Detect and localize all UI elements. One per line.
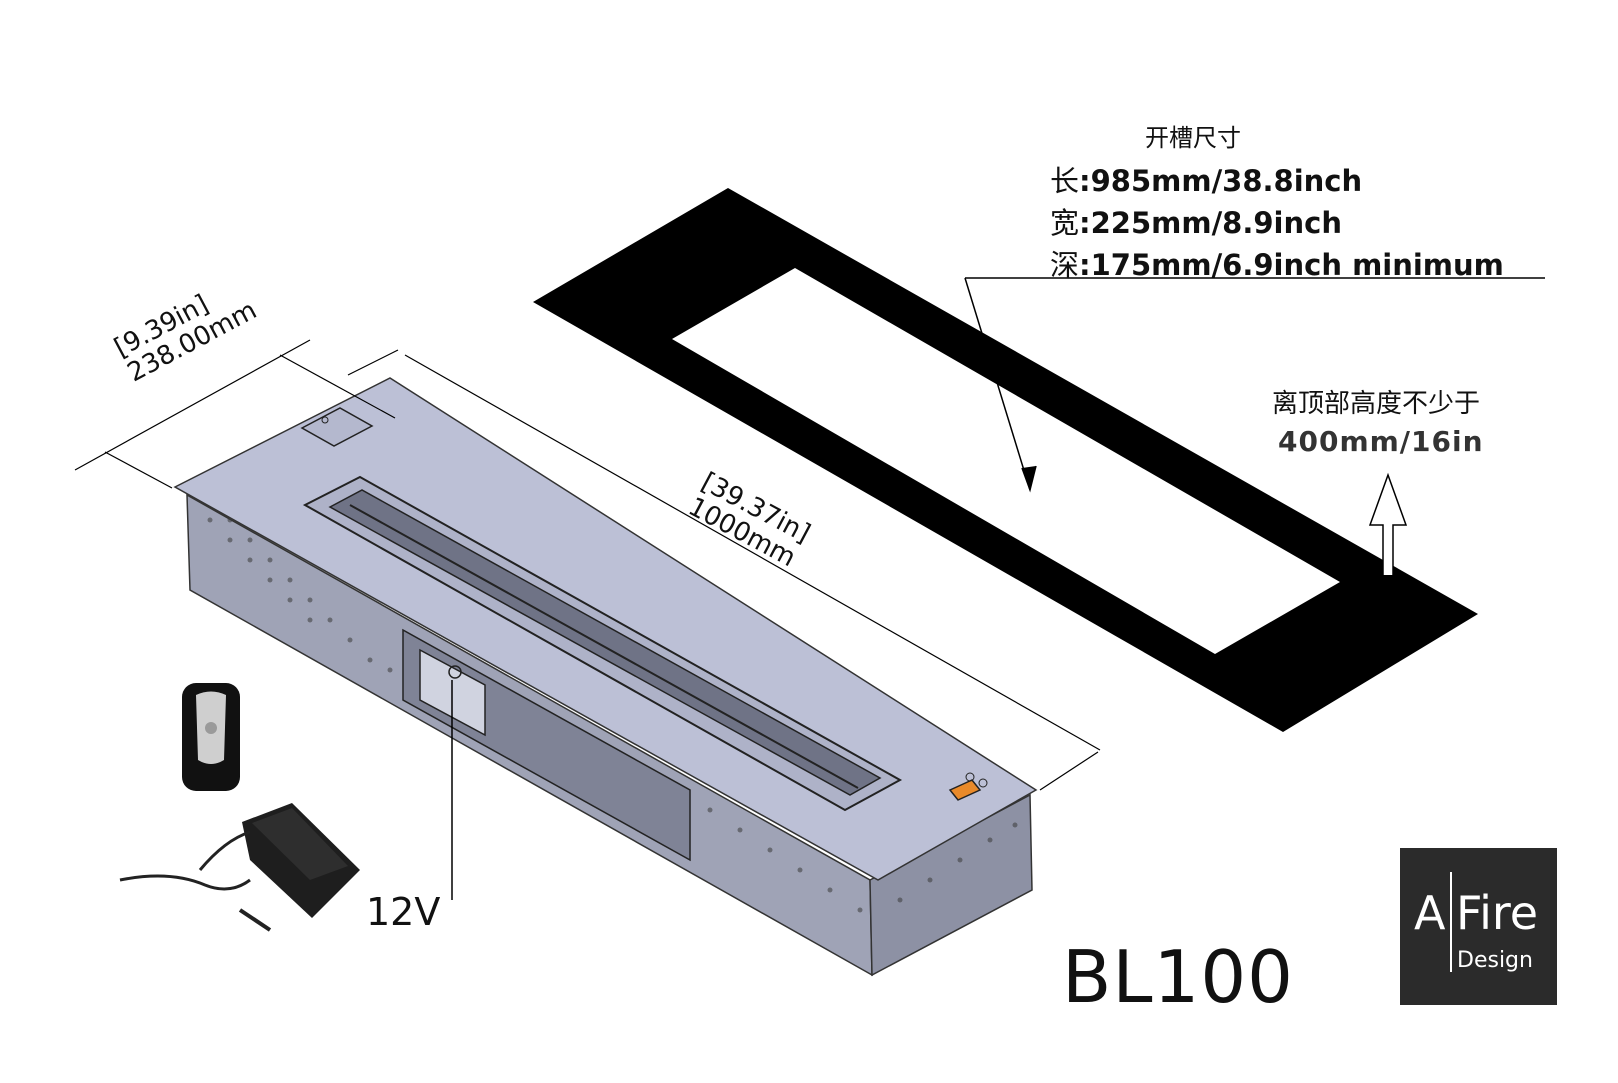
spec-depth-value: :175mm/6.9inch minimum <box>1079 248 1504 282</box>
afire-design-logo: A Fire Design <box>1400 848 1557 1005</box>
logo-divider <box>1450 872 1452 972</box>
spec-width-value: :225mm/8.9inch <box>1079 206 1342 240</box>
spec-length: 长:985mm/38.8inch <box>1050 158 1362 200</box>
voltage-label: 12V <box>366 890 441 934</box>
spec-depth-label: 深 <box>1050 248 1080 282</box>
model-name: BL100 <box>1062 935 1294 1019</box>
clearance-value: 400mm/16in <box>1278 425 1484 458</box>
spec-length-label: 长 <box>1050 164 1080 198</box>
spec-width-label: 宽 <box>1050 206 1080 240</box>
cutout-title: 开槽尺寸 <box>1145 124 1241 152</box>
logo-design: Design <box>1457 948 1533 973</box>
clearance-arrow-icon <box>1368 472 1408 575</box>
remote-control-icon <box>182 683 240 791</box>
burner-unit <box>173 377 1038 977</box>
clearance-label: 离顶部高度不少于 <box>1272 389 1481 419</box>
spec-length-value: :985mm/38.8inch <box>1079 164 1363 198</box>
spec-width: 宽:225mm/8.9inch <box>1050 200 1342 242</box>
spec-depth: 深:175mm/6.9inch minimum <box>1050 242 1504 284</box>
power-adapter-icon <box>119 803 360 932</box>
logo-fire: Fire <box>1456 886 1539 940</box>
dimension-lines <box>74 339 1101 791</box>
spec-leader-line <box>964 277 1545 493</box>
control-button-icon <box>948 779 982 801</box>
logo-a: A <box>1414 886 1446 940</box>
